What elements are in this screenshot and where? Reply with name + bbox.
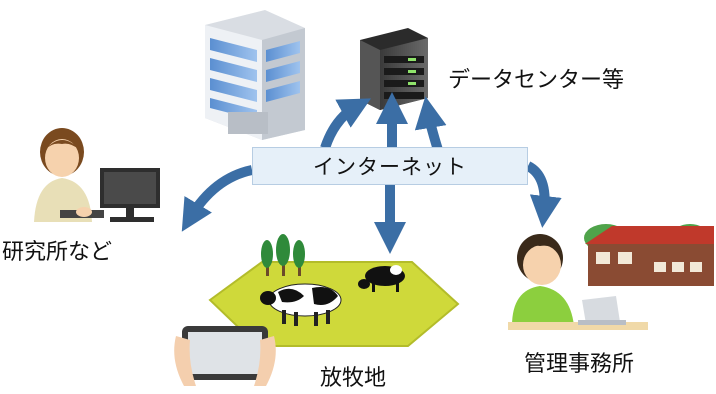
pasture-label: 放牧地 (320, 366, 387, 391)
researcher-at-computer-icon (28, 126, 174, 230)
arrow-to-office (525, 161, 562, 228)
farmer-at-laptop-icon (508, 234, 648, 330)
arrows (181, 91, 562, 255)
barn-icon (584, 224, 714, 286)
office-label: 管理事務所 (524, 352, 635, 377)
pasture-area (205, 234, 463, 356)
lab-label: 研究所など (2, 240, 113, 265)
internet-label: インターネット (313, 155, 467, 179)
arrow-to-building (320, 98, 372, 150)
internet-box: インターネット (252, 147, 528, 185)
datacenter-label: データセンター等 (448, 68, 625, 93)
arrow-to-lab (181, 165, 254, 232)
grazing-cows-icon (260, 265, 405, 326)
arrow-to-server-2 (414, 96, 447, 152)
office-building-icon (205, 10, 305, 140)
tablet-hands-icon (174, 326, 276, 386)
server-icon (360, 28, 428, 110)
trees-icon (261, 234, 305, 276)
